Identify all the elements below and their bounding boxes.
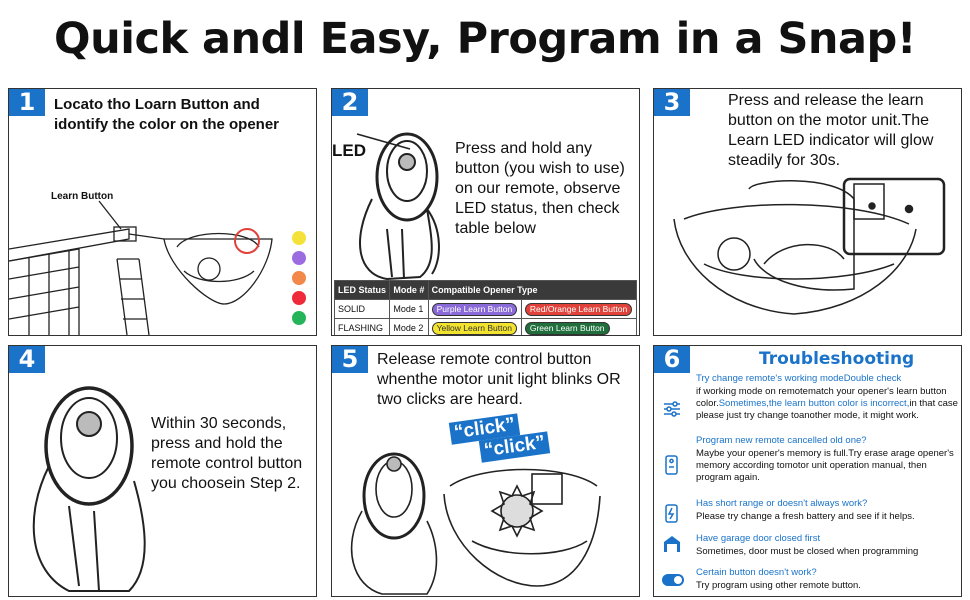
- step-number: 2: [332, 89, 368, 116]
- tip-body: Please try change a fresh battery and se…: [696, 511, 915, 522]
- tip-body: Try program using other remote button.: [696, 580, 861, 591]
- swatch-green: [292, 311, 306, 325]
- col-compatible: Compatible Opener Type: [427, 280, 638, 300]
- garage-icon: [664, 536, 680, 552]
- step-number: 4: [9, 346, 45, 373]
- remote-icon: [665, 455, 678, 475]
- step-2-panel: 2 LED Press and hold any button (you wis…: [331, 88, 640, 336]
- step-text: Press and hold any button (you wish to u…: [455, 140, 625, 237]
- swatch-yellow: [292, 231, 306, 245]
- motor-unit-illustration: [673, 177, 946, 315]
- step-6-panel: 6 Troubleshooting Try change remote's wo…: [653, 345, 962, 597]
- step-number: 1: [9, 89, 45, 116]
- garage-opener-illustration: [9, 200, 273, 335]
- tip-body: if working mode on remotematch your open…: [696, 386, 958, 421]
- yellow-badge: Yellow Learn Button: [431, 321, 517, 335]
- swatch-purple: [292, 251, 306, 265]
- col-mode: Mode #: [389, 280, 429, 300]
- tip-heading: Has short range or doesn't always work?: [696, 498, 868, 509]
- sliders-icon: [664, 401, 680, 417]
- page-title: Quick andl Easy, Program in a Snap!: [54, 14, 916, 64]
- tip-body: Maybe your opener's memory is full.Try e…: [696, 448, 954, 483]
- step-number: 3: [654, 89, 690, 116]
- row-mode: Mode 1: [389, 299, 429, 319]
- motor-blink-illustration: [350, 452, 601, 595]
- step-5-panel: 5 Release remote control button whenthe …: [331, 345, 640, 597]
- row-status: SOLID: [333, 299, 391, 319]
- tip-heading: Program new remote cancelled old one?: [696, 435, 867, 446]
- swatch-orange: [292, 271, 306, 285]
- led-status-table: LED Status Mode # Compatible Opener Type…: [333, 280, 638, 335]
- swatch-red: [292, 291, 306, 305]
- tip-heading: Certain button doesn't work?: [696, 567, 817, 578]
- troubleshooting-title: Troubleshooting: [759, 349, 915, 369]
- tip-body: Sometimes, door must be closed when prog…: [696, 546, 919, 557]
- step-1-panel: 1 Locato tho Loarn Button and idontify t…: [8, 88, 317, 336]
- toggle-icon: [662, 574, 684, 586]
- step-3-panel: 3 Press and release the learn button on …: [653, 88, 962, 336]
- led-label: LED: [332, 141, 366, 160]
- purple-badge: Purple Learn Button: [431, 302, 518, 316]
- remote-hand-illustration: [356, 132, 440, 281]
- row-mode: Mode 2: [389, 318, 429, 335]
- row-status: FLASHING: [333, 318, 391, 335]
- battery-icon: [665, 504, 678, 523]
- step-text: Locato tho Loarn Button and idontify the…: [54, 96, 279, 133]
- step-number: 6: [654, 346, 690, 373]
- tip-heading: Try change remote's working modeDouble c…: [696, 373, 902, 384]
- color-swatches: [292, 231, 308, 325]
- step-number: 5: [332, 346, 368, 373]
- learn-button-label: Learn Button: [51, 191, 114, 202]
- step-text: Within 30 seconds, press and hold the re…: [151, 415, 303, 492]
- col-led-status: LED Status: [333, 280, 391, 300]
- step-text: Press and release the learn button on th…: [728, 92, 934, 169]
- green-badge: Green Learn Button: [524, 321, 610, 335]
- remote-press-illustration: [32, 386, 146, 592]
- step-text: Release remote control button whenthe mo…: [377, 351, 621, 408]
- step-4-panel: 4 Within 30 seconds, press and hold the …: [8, 345, 317, 597]
- tip-heading: Have garage door closed first: [696, 533, 821, 544]
- red-orange-badge: Red/Orange Learn Button: [524, 302, 633, 316]
